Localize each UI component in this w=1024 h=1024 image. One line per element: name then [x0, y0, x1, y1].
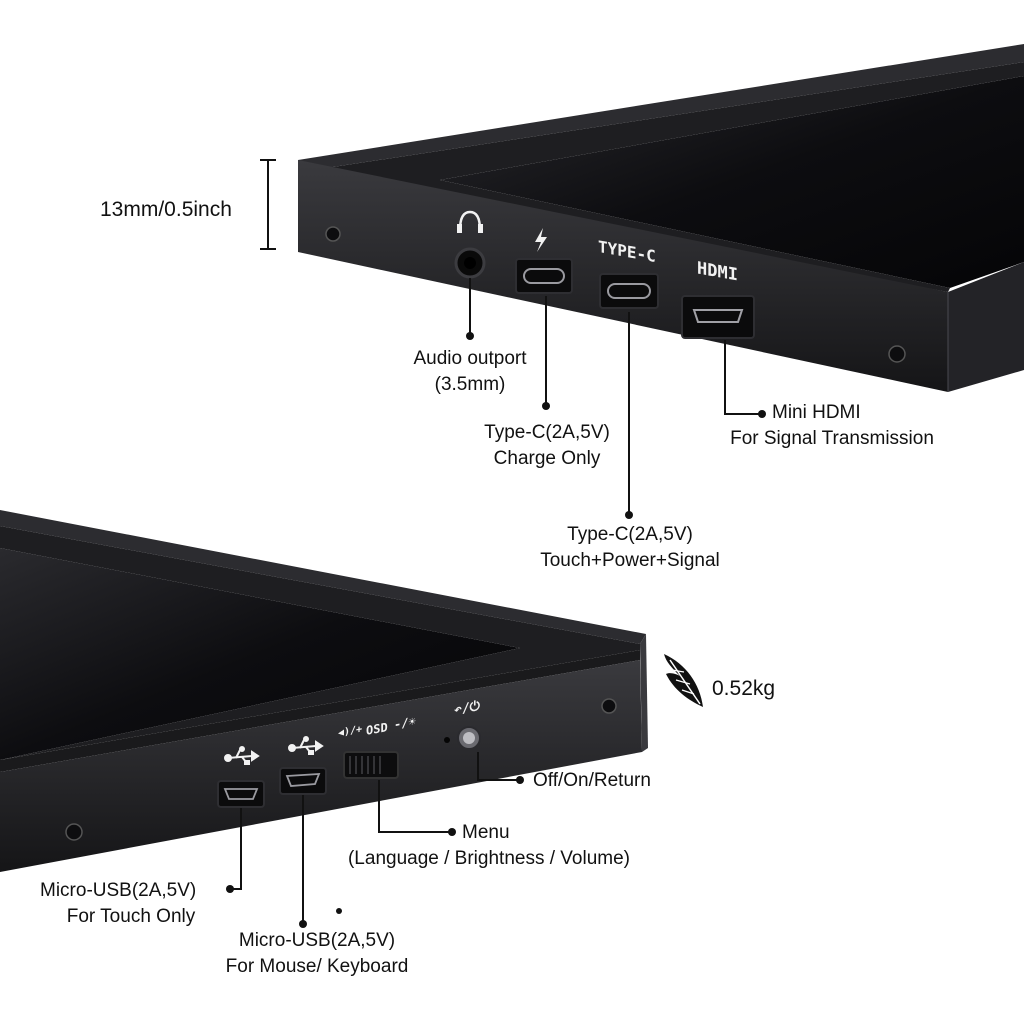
- micro-usb-mouse-port[interactable]: [279, 767, 327, 795]
- usb-touch-callout-line: [232, 808, 242, 890]
- typec-signal-port[interactable]: [599, 273, 659, 309]
- audio-callout: Audio outport (3.5mm): [413, 348, 527, 395]
- usb-touch-callout: Micro-USB(2A,5V) For Touch Only: [40, 880, 197, 927]
- typec-charge-port[interactable]: [515, 258, 573, 294]
- screw-icon: [601, 698, 617, 714]
- hdmi-callout-line: [724, 340, 760, 415]
- top-bezel: [298, 44, 1024, 172]
- led-indicator: [444, 737, 450, 743]
- mini-hdmi-port[interactable]: [681, 295, 755, 339]
- micro-usb-touch-port[interactable]: [217, 780, 265, 808]
- usb-icon: [288, 736, 324, 755]
- usb-mouse-callout: Micro-USB(2A,5V) For Mouse/ Keyboard: [225, 930, 409, 977]
- thickness-label: 13mm/0.5inch: [100, 198, 232, 221]
- bottom-edge: [0, 660, 642, 872]
- bottom-screen: [0, 548, 520, 760]
- hdmi-callout: Mini HDMI For Signal Transmission: [730, 402, 934, 449]
- screw-icon: [325, 226, 341, 242]
- usb-icon: [224, 746, 260, 765]
- top-screen: [440, 76, 1024, 288]
- screw-icon: [888, 345, 906, 363]
- screw-icon: [65, 823, 83, 841]
- feather-icon: [664, 654, 703, 707]
- bottom-monitor: [0, 510, 648, 928]
- menu-callout: Menu (Language / Brightness / Volume): [347, 822, 630, 869]
- headphone-icon: [457, 210, 483, 233]
- dimension-bracket: [260, 159, 276, 250]
- weight-label: 0.52kg: [712, 677, 776, 700]
- power-callout-line: [477, 752, 518, 781]
- osd-rocker-switch[interactable]: [343, 751, 399, 779]
- lightning-icon: [535, 228, 547, 252]
- power-callout: Off/On/Return: [533, 770, 651, 791]
- typec-signal-callout: Type-C(2A,5V) Touch+Power+Signal: [540, 524, 720, 571]
- typec-charge-callout: Type-C(2A,5V) Charge Only: [484, 422, 610, 469]
- top-monitor: [260, 44, 1024, 519]
- menu-callout-line: [378, 780, 450, 833]
